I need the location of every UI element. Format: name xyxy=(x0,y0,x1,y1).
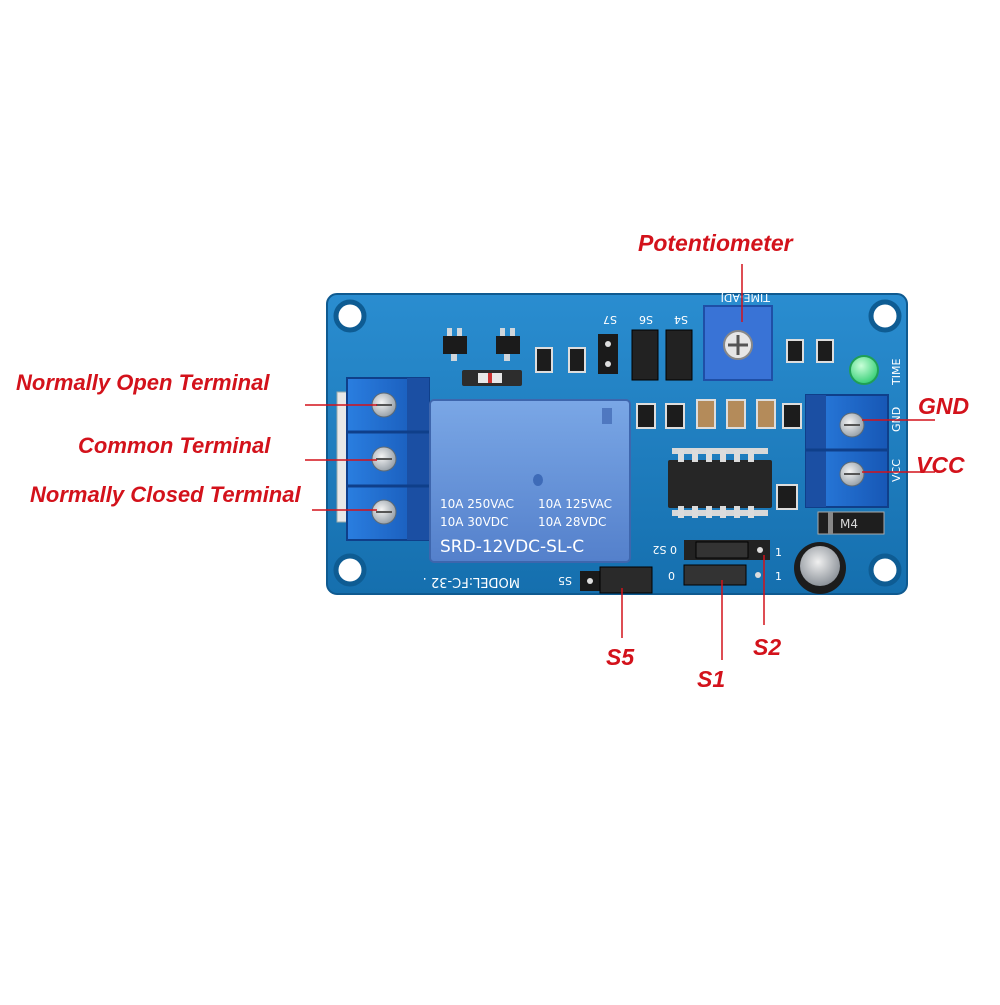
led xyxy=(849,355,879,385)
label-normally-closed-terminal: Normally Closed Terminal xyxy=(30,482,301,507)
s2-one-silk: 1 xyxy=(775,546,782,559)
label-potentiometer: Potentiometer xyxy=(638,230,793,256)
relay: 10A 250VAC 10A 125VAC 10A 30VDC 10A 28VD… xyxy=(429,399,631,563)
label-s5: S5 xyxy=(606,644,635,670)
model-silk: MODEL:FC-32 . xyxy=(423,574,520,589)
callout-lines xyxy=(305,264,935,660)
time-adj-silk: TIME-ADJ xyxy=(721,291,771,304)
relay-rating-2-left: 10A 30VDC xyxy=(440,515,508,529)
s4-silk: S4 xyxy=(674,313,688,326)
jumper-header-bottom: 0 S2 1 0 1 xyxy=(653,540,782,586)
smd-components xyxy=(535,339,834,510)
label-common-terminal: Common Terminal xyxy=(78,433,271,458)
s1-one-silk: 1 xyxy=(775,570,782,583)
s5-silk: S5 xyxy=(558,574,572,587)
label-s2: S2 xyxy=(753,634,782,660)
s7-silk: S7 xyxy=(603,313,617,326)
relay-rating-1-left: 10A 250VAC xyxy=(440,497,514,511)
jumper-s5: S5 xyxy=(558,566,653,594)
label-gnd: GND xyxy=(918,393,970,419)
transistors xyxy=(443,328,520,361)
label-vcc: VCC xyxy=(916,452,965,478)
vcc-silk: VCC xyxy=(890,459,903,482)
s6-silk: S6 xyxy=(639,313,653,326)
label-s1: S1 xyxy=(697,666,726,692)
m4-text: M4 xyxy=(840,517,858,531)
mount-hole-bottom-left xyxy=(333,553,367,587)
mount-hole-top-right xyxy=(868,299,902,333)
mount-hole-bottom-right xyxy=(868,553,902,587)
electrolytic-capacitor xyxy=(794,542,846,594)
relay-model: SRD-12VDC-SL-C xyxy=(440,537,584,557)
ic-chip xyxy=(668,448,772,518)
time-silk: TIME xyxy=(890,359,903,386)
potentiometer: TIME-ADJ xyxy=(703,291,773,381)
smd-diode-m4: M4 xyxy=(817,511,885,535)
power-terminal-block xyxy=(805,394,889,508)
mount-hole-top-left xyxy=(333,299,367,333)
relay-rating-2-right: 10A 28VDC xyxy=(538,515,606,529)
relay-rating-1-right: 10A 125VAC xyxy=(538,497,612,511)
diode xyxy=(462,370,522,386)
label-normally-open-terminal: Normally Open Terminal xyxy=(16,370,270,395)
s1-zero-silk: 0 xyxy=(668,570,675,583)
jumper-header-top: S7 S6 S4 xyxy=(598,313,693,381)
s2-silk: 0 S2 xyxy=(653,543,677,556)
relay-terminal-block xyxy=(336,377,430,541)
